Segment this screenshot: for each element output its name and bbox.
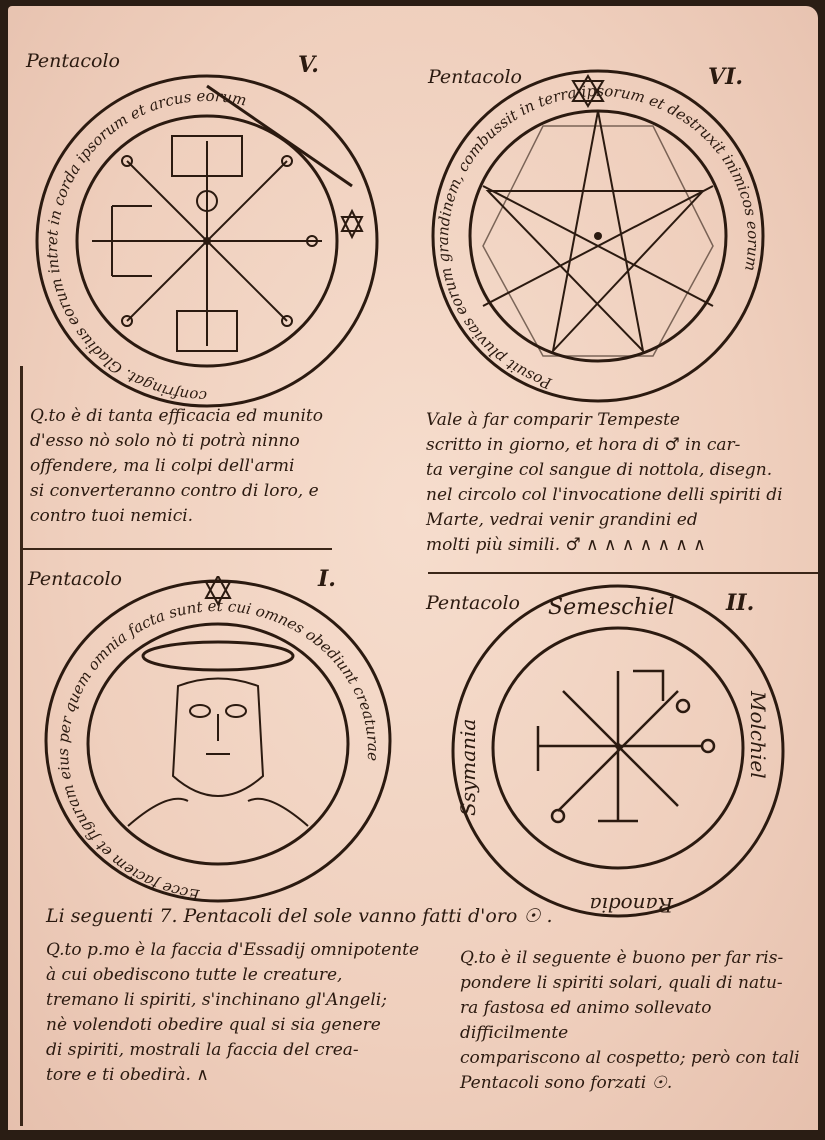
pentacle-i-seal: Ecce faciem et figuram eius per quem omn…: [44, 576, 392, 904]
pentacle-ii-seal: Semeschiel Molchiel Ranodia Ssymania: [451, 584, 785, 918]
manuscript-page: Pentacolo V. confringat. Gladius eorum i…: [8, 6, 818, 1134]
pentacle-ii-number: II.: [726, 590, 755, 616]
pentacle-i-label: Pentacolo: [28, 568, 122, 590]
svg-text:Molchiel: Molchiel: [746, 690, 770, 779]
pentacle-ii-description: Q.to è il seguente è buono per far ris- …: [460, 948, 800, 1093]
margin-line: [20, 366, 23, 1126]
pentacle-v-number: V.: [298, 52, 319, 78]
pentacle-ii-label: Pentacolo: [426, 592, 520, 614]
divider: [22, 548, 332, 550]
svg-text:Ssymania: Ssymania: [456, 719, 480, 816]
svg-text:confringat. Gladius eorum intr: confringat. Gladius eorum intret in cord…: [43, 87, 248, 405]
svg-text:Semeschiel: Semeschiel: [548, 595, 675, 620]
pentacle-vi-description: Vale à far comparir Tempeste scritto in …: [426, 410, 783, 555]
page-edge: [0, 1130, 825, 1140]
svg-text:Ranodia: Ranodia: [590, 893, 675, 917]
pentacle-v-label: Pentacolo: [26, 50, 120, 72]
pentacle-v-description: Q.to è di tanta efficacia ed munito d'es…: [30, 406, 324, 526]
pentacle-vi-seal: Posuit pluvias eorum grandinem, combussi…: [431, 69, 765, 403]
pentacle-i-description: Q.to p.mo è la faccia d'Essadij omnipote…: [46, 940, 420, 1085]
pentacle-i-number: I.: [318, 566, 336, 592]
sun-pentacles-caption: Li seguenti 7. Pentacoli del sole vanno …: [46, 905, 553, 927]
divider: [428, 572, 818, 574]
pentacle-vi-number: VI.: [708, 64, 744, 90]
pentacle-vi-label: Pentacolo: [428, 66, 522, 88]
pentacle-v-seal: confringat. Gladius eorum intret in cord…: [35, 74, 379, 408]
